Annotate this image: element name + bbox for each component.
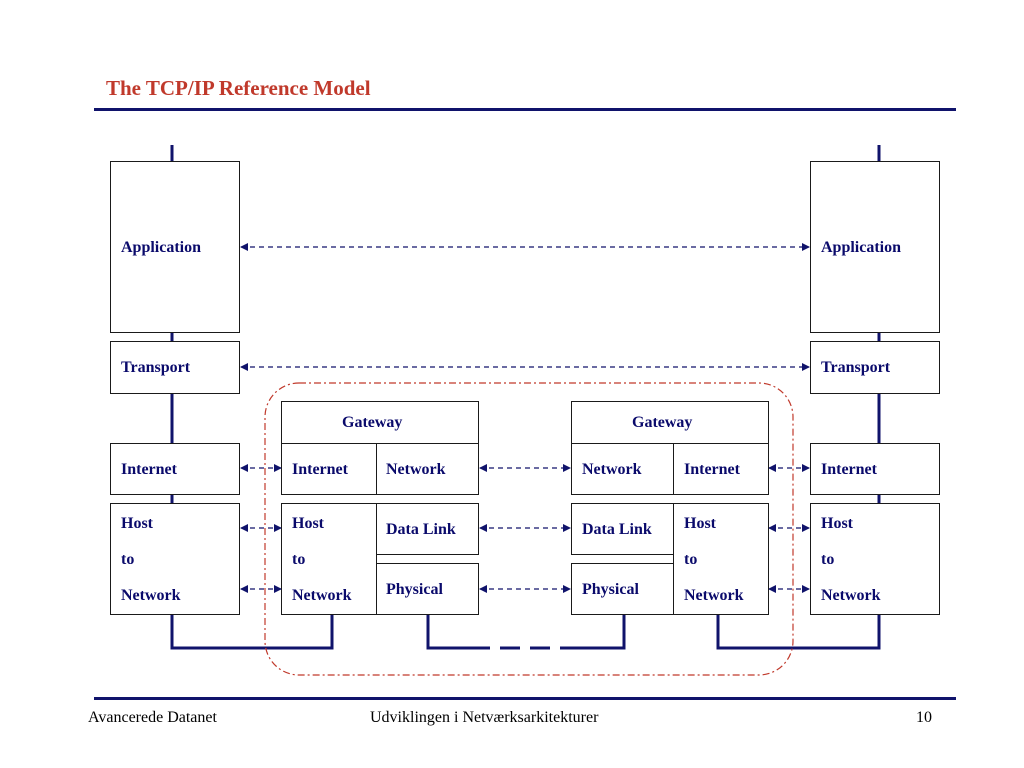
left-application-layer — [110, 161, 240, 333]
gateway-1-label: Gateway — [342, 414, 403, 431]
gateway-2-htn-line-2: to — [684, 551, 698, 568]
right-transport-layer — [810, 341, 940, 394]
right-application-layer — [810, 161, 940, 333]
right-host-to-network-layer — [810, 503, 940, 615]
peer-arrows — [240, 243, 810, 593]
left-application-label: Application — [121, 239, 202, 256]
gateway-1-network-label: Network — [386, 461, 446, 478]
gateway-2-data-link-label: Data Link — [582, 521, 652, 538]
left-internet-layer — [110, 443, 240, 495]
gateway-2-physical-label: Physical — [582, 581, 639, 598]
left-htn-line-3: Network — [121, 587, 181, 604]
footer-page-number: 10 — [916, 709, 932, 726]
gateway-1-network-layer — [376, 443, 479, 495]
right-internet-label: Internet — [821, 461, 877, 478]
gateway-2-physical-layer — [571, 563, 674, 615]
gateway-2-network-layer — [571, 443, 674, 495]
footer-course: Avancerede Datanet — [88, 709, 217, 726]
gateway-2-internet-layer — [673, 443, 769, 495]
gateway-1-internet-label: Internet — [292, 461, 348, 478]
gateway-2-internet-label: Internet — [684, 461, 740, 478]
title-rule — [94, 108, 956, 111]
gateway-1-physical-layer — [376, 563, 479, 615]
gateway-2-htn-line-3: Network — [684, 587, 744, 604]
footer-topic: Udviklingen i Netværksarkitekturer — [370, 709, 599, 726]
right-application-label: Application — [821, 239, 902, 256]
left-htn-line-2: to — [121, 551, 135, 568]
gateway-1-htn-line-3: Network — [292, 587, 352, 604]
right-transport-label: Transport — [821, 359, 891, 376]
gateway-1-data-link-label: Data Link — [386, 521, 456, 538]
gateway-1-host-to-network-layer — [281, 503, 377, 615]
right-htn-line-1: Host — [821, 515, 853, 532]
left-host-to-network-layer — [110, 503, 240, 615]
gateway-2-network-label: Network — [582, 461, 642, 478]
gateway-2-header — [571, 401, 769, 444]
left-internet-label: Internet — [121, 461, 177, 478]
footer-rule — [94, 697, 956, 700]
physical-links — [170, 145, 881, 650]
gateway-1-htn-line-1: Host — [292, 515, 324, 532]
gateway-1-htn-line-2: to — [292, 551, 306, 568]
gateway-1-physical-label: Physical — [386, 581, 443, 598]
gateway-2-host-to-network-layer — [673, 503, 769, 615]
gateway-2-htn-line-1: Host — [684, 515, 716, 532]
left-transport-layer — [110, 341, 240, 394]
left-transport-label: Transport — [121, 359, 191, 376]
left-htn-line-1: Host — [121, 515, 153, 532]
gateway-2-label: Gateway — [632, 414, 693, 431]
page-title: The TCP/IP Reference Model — [106, 76, 371, 100]
right-internet-layer — [810, 443, 940, 495]
right-htn-line-3: Network — [821, 587, 881, 604]
gateway-region — [264, 382, 794, 676]
right-htn-line-2: to — [821, 551, 835, 568]
gateway-1-data-link-layer — [376, 503, 479, 555]
